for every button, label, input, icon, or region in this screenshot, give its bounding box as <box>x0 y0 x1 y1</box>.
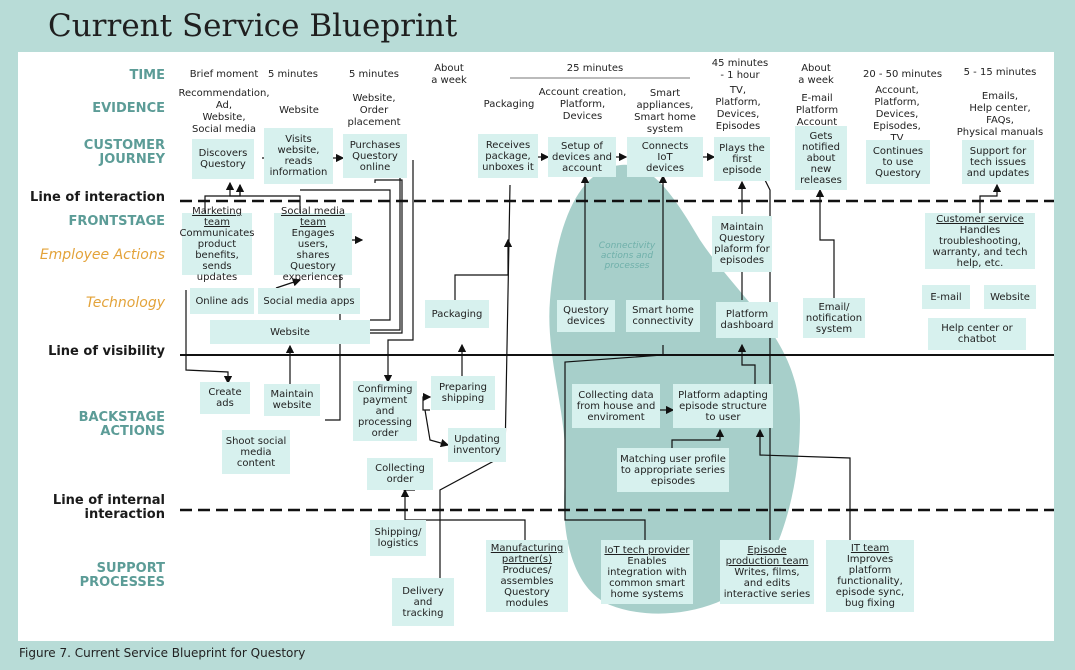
matching-user-profile: Matching user profile to appropriate ser… <box>617 448 729 492</box>
episode-body: Writes, films, and edits interactive ser… <box>723 566 811 600</box>
episode-production-team: Episode production team Writes, films, a… <box>720 540 814 604</box>
evidence-label: TV, Platform, Devices, Episodes <box>715 85 761 132</box>
section-support: SUPPORT PROCESSES <box>79 561 165 590</box>
journey-step: Connects IoT devices <box>627 137 703 177</box>
online-ads: Online ads <box>190 288 254 314</box>
questory-devices: Questory devices <box>557 300 615 332</box>
journey-step: Discovers Questory <box>192 139 254 179</box>
shoot-social-content: Shoot social media content <box>222 430 290 474</box>
journey-step: Gets notified about new releases <box>795 126 847 190</box>
iot-tech-provider: IoT tech provider Enables integration wi… <box>601 540 693 604</box>
technology-label: Technology <box>85 295 165 311</box>
employee-actions-label: Employee Actions <box>39 247 165 263</box>
evidence-label: Packaging <box>483 99 535 110</box>
email-notification-system: Email/ notification system <box>803 298 865 338</box>
marketing-team: Marketing team Communicates product bene… <box>180 206 255 283</box>
time-label: About a week <box>431 63 467 86</box>
maintain-website: Maintain website <box>264 384 320 416</box>
platform-adapting: Platform adapting episode structure to u… <box>673 384 773 428</box>
section-time: TIME <box>129 68 165 83</box>
website-tech-2: Website <box>984 285 1036 309</box>
evidence-label: Emails, Help center, FAQs, Physical manu… <box>956 91 1044 138</box>
iot-head: IoT tech provider <box>604 544 690 556</box>
episode-head: Episode production team <box>725 544 809 567</box>
line-of-visibility-label: Line of visibility <box>48 344 165 359</box>
time-label: 5 minutes <box>267 69 319 80</box>
time-label: 5 minutes <box>348 69 400 80</box>
evidence-label: Account, Platform, Devices, Episodes, TV <box>873 85 921 144</box>
maintain-platform: Maintain Questory plaform for episodes <box>712 216 772 272</box>
page-title: Current Service Blueprint <box>48 8 458 44</box>
customer-service-body: Handles troubleshooting, warranty, and t… <box>932 224 1028 269</box>
manufacturing-head: Manufacturing partner(s) <box>490 543 564 565</box>
marketing-team-body: Communicates product benefits, sends upd… <box>179 227 255 283</box>
time-label: 20 - 50 minutes <box>862 69 943 80</box>
connectivity-label: Connectivity actions and processes <box>598 241 656 271</box>
iot-body: Enables integration with common smart ho… <box>607 555 687 600</box>
platform-dashboard: Platform dashboard <box>716 302 778 338</box>
packaging-tech: Packaging <box>425 300 489 328</box>
confirming-payment: Confirming payment and processing order <box>353 381 417 441</box>
journey-step: Visits website, reads information <box>264 128 333 184</box>
journey-step: Purchases Questory online <box>343 134 407 178</box>
section-frontstage: FRONTSTAGE <box>68 214 165 229</box>
marketing-team-head: Marketing team <box>192 205 242 228</box>
evidence-label: Recommendation, Ad, Website, Social medi… <box>178 88 270 135</box>
create-ads: Create ads <box>200 382 250 414</box>
time-label: About a week <box>798 63 834 86</box>
journey-step: Setup of devices and account <box>548 137 616 177</box>
it-head: IT team <box>850 543 890 554</box>
time-label: Brief moment <box>189 69 259 80</box>
evidence-label: Website <box>279 105 319 116</box>
customer-service-head: Customer service <box>936 213 1024 225</box>
collecting-data: Collecting data from house and enviromen… <box>572 384 660 428</box>
section-backstage: BACKSTAGE ACTIONS <box>78 410 165 439</box>
evidence-label: Smart appliances, Smart home system <box>634 88 696 135</box>
social-media-apps: Social media apps <box>258 288 360 314</box>
figure-caption: Figure 7. Current Service Blueprint for … <box>19 646 306 660</box>
shipping-logistics: Shipping/ logistics <box>370 520 426 556</box>
it-team: IT team Improves platform functionality,… <box>826 540 914 612</box>
evidence-label: E-mail Platform Account <box>795 93 839 128</box>
collecting-order: Collecting order <box>367 458 433 490</box>
customer-service: Customer service Handles troubleshooting… <box>925 213 1035 269</box>
social-media-team-body: Engages users, shares Questory experienc… <box>282 227 344 283</box>
journey-step: Continues to use Questory <box>866 140 930 184</box>
help-center: Help center or chatbot <box>928 318 1026 350</box>
evidence-label: Account creation, Platform, Devices <box>538 87 627 122</box>
delivery-tracking: Delivery and tracking <box>392 578 454 626</box>
time-label: 5 - 15 minutes <box>963 67 1037 78</box>
evidence-label: Website, Order placement <box>347 93 401 128</box>
time-label: 45 minutes - 1 hour <box>711 58 769 81</box>
section-evidence: EVIDENCE <box>92 101 165 116</box>
smart-home-connectivity: Smart home connectivity <box>626 300 700 332</box>
journey-step: Receives package, unboxes it <box>478 134 538 178</box>
manufacturing-partners: Manufacturing partner(s) Produces/ assem… <box>486 540 568 612</box>
journey-step: Support for tech issues and updates <box>962 140 1034 184</box>
journey-step: Plays the first episode <box>714 137 770 181</box>
email-tech: E-mail <box>922 285 970 309</box>
line-of-interaction-label: Line of interaction <box>30 190 165 205</box>
manufacturing-body: Produces/ assembles Questory modules <box>500 565 554 609</box>
updating-inventory: Updating inventory <box>448 428 506 462</box>
preparing-shipping: Preparing shipping <box>431 376 495 410</box>
social-media-team: Social media team Engages users, shares … <box>274 206 352 283</box>
time-label: 25 minutes <box>566 63 624 74</box>
line-of-internal-interaction-label: Line of internal interaction <box>52 493 165 522</box>
it-body: Improves platform functionality, episode… <box>835 554 905 609</box>
section-customer-journey: CUSTOMER JOURNEY <box>83 138 165 167</box>
website-tech: Website <box>210 320 370 344</box>
social-media-team-head: Social media team <box>281 205 345 228</box>
